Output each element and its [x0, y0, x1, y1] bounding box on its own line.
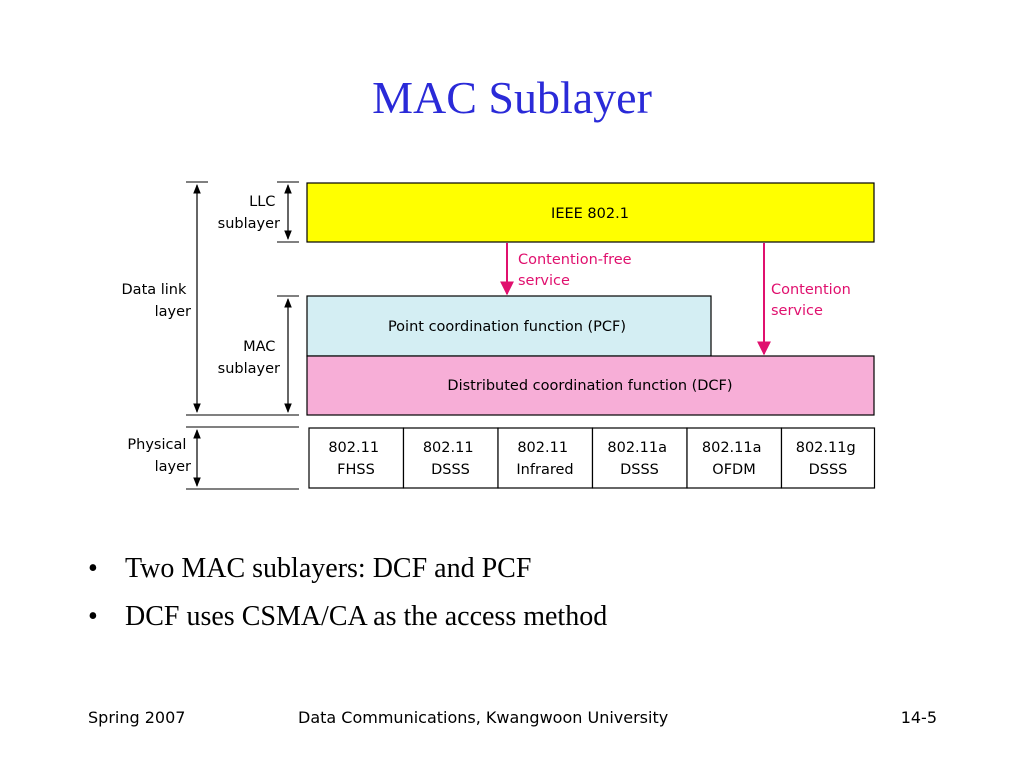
- pcf-box: [306, 295, 712, 357]
- llc-label: LLC sublayer: [218, 194, 280, 232]
- footer-page-number: 14-5: [900, 708, 937, 727]
- footer-course: Data Communications, Kwangwoon Universit…: [298, 708, 669, 727]
- ieee-802-1-label: IEEE 802.1: [551, 206, 629, 222]
- physical-cell: [591, 427, 688, 489]
- ieee-802-1-box: [306, 182, 875, 243]
- physical-cell-label: 802.11a DSSS: [607, 440, 671, 478]
- bullet-item: • DCF uses CSMA/CA as the access method: [88, 593, 607, 641]
- physical-cell-label: 802.11 FHSS: [328, 440, 383, 478]
- slide-title: MAC Sublayer: [372, 72, 652, 123]
- physical-cell-label: 802.11 DSSS: [423, 440, 478, 478]
- physical-cells: 802.11 FHSS 802.11 DSSS 802.11 Infrared …: [308, 427, 876, 489]
- physical-cell: [402, 427, 499, 489]
- bullet-dot-icon: •: [88, 553, 98, 584]
- boundary-lines: [186, 181, 299, 490]
- physical-cell: [686, 427, 783, 489]
- contention-label: Contention service: [771, 282, 855, 319]
- contention-free-label: Contention-free service: [518, 252, 636, 289]
- physical-cell-label: 802.11g DSSS: [796, 440, 861, 478]
- dcf-label: Distributed coordination function (DCF): [447, 378, 732, 394]
- bullet-dot-icon: •: [88, 601, 98, 632]
- footer-date: Spring 2007: [88, 708, 186, 727]
- bullet-text: DCF uses CSMA/CA as the access method: [125, 601, 608, 632]
- physical-cell: [497, 427, 594, 489]
- physical-cell: [308, 427, 405, 489]
- bullet-list: • Two MAC sublayers: DCF and PCF • DCF use…: [88, 545, 607, 641]
- physical-cell-label: 802.11 Infrared: [516, 440, 573, 478]
- physical-cell: [780, 427, 876, 489]
- bullet-text: Two MAC sublayers: DCF and PCF: [125, 553, 532, 584]
- physical-cell-label: 802.11a OFDM: [702, 440, 766, 478]
- pcf-label: Point coordination function (PCF): [388, 319, 626, 335]
- bullet-item: • Two MAC sublayers: DCF and PCF: [88, 545, 607, 593]
- dcf-box: [306, 355, 875, 416]
- data-link-label: Data link layer: [122, 282, 192, 320]
- physical-label: Physical layer: [127, 437, 191, 475]
- mac-label: MAC sublayer: [218, 339, 280, 377]
